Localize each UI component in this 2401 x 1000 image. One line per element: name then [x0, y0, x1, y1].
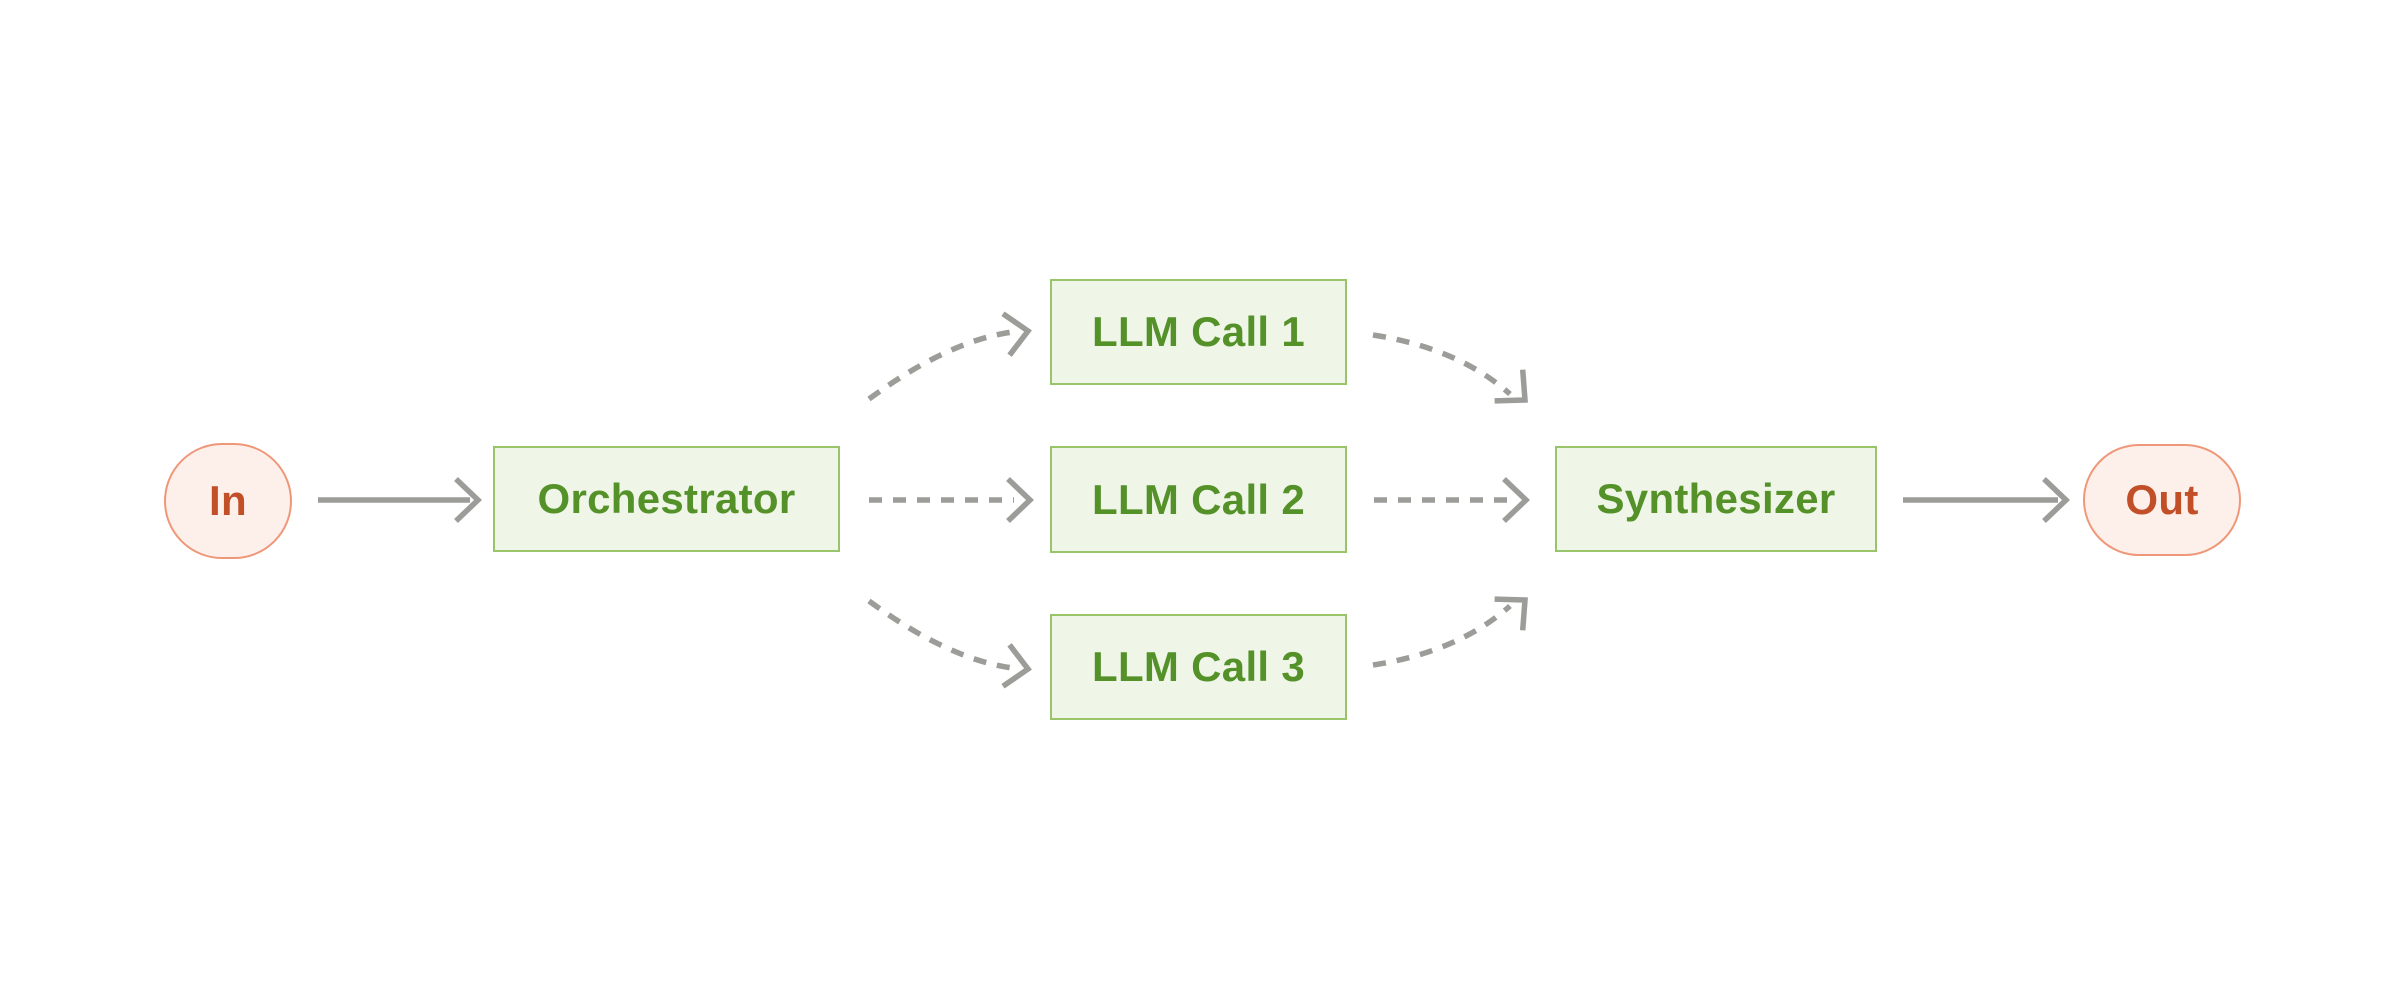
arrow-in-to-orchestrator [318, 477, 482, 523]
arrow-orchestrator-to-llm-call-2 [869, 477, 1034, 523]
node-out-label: Out [2125, 476, 2199, 523]
node-llm-call-2-label: LLM Call 2 [1091, 475, 1306, 523]
node-synthesizer-label: Synthesizer [1596, 475, 1836, 522]
arrow-llm-call-2-to-synthesizer [1374, 477, 1530, 523]
node-out: Out [2083, 444, 2241, 556]
node-llm-call-3: LLM Call 3 [1050, 614, 1347, 720]
arrow-orchestrator-to-llm-call-1 [867, 311, 1032, 402]
arrow-llm-call-1-to-synthesizer [1372, 332, 1528, 404]
node-synthesizer: Synthesizer [1555, 446, 1877, 552]
node-llm-call-3-label: LLM Call 3 [1091, 643, 1306, 690]
node-llm-call-1-label: LLM Call 1 [1091, 308, 1306, 355]
node-in-label: In [209, 477, 247, 524]
node-llm-call-1: LLM Call 1 [1050, 279, 1347, 385]
arrow-llm-call-3-to-synthesizer [1372, 596, 1528, 668]
node-orchestrator-label: Orchestrator [537, 475, 796, 522]
arrow-synthesizer-to-out [1903, 477, 2070, 523]
arrow-orchestrator-to-llm-call-3 [867, 598, 1032, 689]
node-orchestrator: Orchestrator [493, 446, 840, 552]
node-in: In [164, 443, 292, 559]
node-llm-call-2: LLM Call 2 [1050, 446, 1347, 553]
